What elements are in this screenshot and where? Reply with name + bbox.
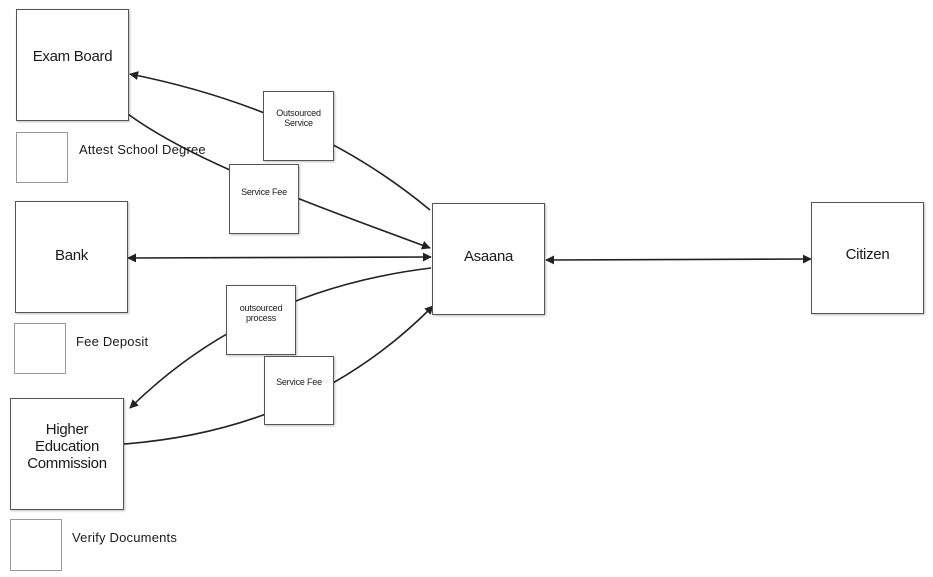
legend-text-fee-deposit: Fee Deposit bbox=[76, 334, 149, 349]
node-exam-board[interactable]: Exam Board bbox=[16, 9, 129, 121]
legend-text-verify-documents: Verify Documents bbox=[72, 530, 178, 545]
legend-square-bank bbox=[14, 323, 66, 374]
edge-label-service-fee-bottom[interactable]: Service Fee bbox=[264, 356, 334, 425]
node-asaana-label: Asaana bbox=[463, 247, 514, 265]
edge-label-service-fee-top-text: Service Fee bbox=[241, 187, 287, 197]
node-exam-board-label: Exam Board bbox=[32, 48, 113, 65]
edge-label-outsourced-service-text: Outsourced Service bbox=[276, 108, 321, 128]
node-bank-label: Bank bbox=[55, 246, 88, 264]
node-citizen[interactable]: Citizen bbox=[811, 202, 924, 314]
edge-label-outsourced-process-text: outsourced process bbox=[239, 303, 283, 323]
edge-asaana-citizen bbox=[545, 254, 812, 265]
legend-text-attest-school-degree: Attest School Degree bbox=[79, 142, 206, 157]
node-citizen-label: Citizen bbox=[845, 245, 890, 263]
node-higher-education-commission[interactable]: Higher Education Commission bbox=[10, 398, 124, 510]
edge-label-service-fee-bottom-text: Service Fee bbox=[276, 377, 322, 387]
edge-label-outsourced-process[interactable]: outsourced process bbox=[226, 285, 296, 355]
node-hec-label: Higher Education Commission bbox=[27, 421, 107, 472]
edge-bank-asaana bbox=[127, 252, 432, 263]
edge-label-outsourced-service[interactable]: Outsourced Service bbox=[263, 91, 334, 161]
node-bank[interactable]: Bank bbox=[15, 201, 128, 313]
node-asaana[interactable]: Asaana bbox=[432, 203, 545, 315]
legend-square-exam-board bbox=[16, 132, 68, 183]
edge-label-service-fee-top[interactable]: Service Fee bbox=[229, 164, 299, 234]
legend-square-hec bbox=[10, 519, 62, 571]
